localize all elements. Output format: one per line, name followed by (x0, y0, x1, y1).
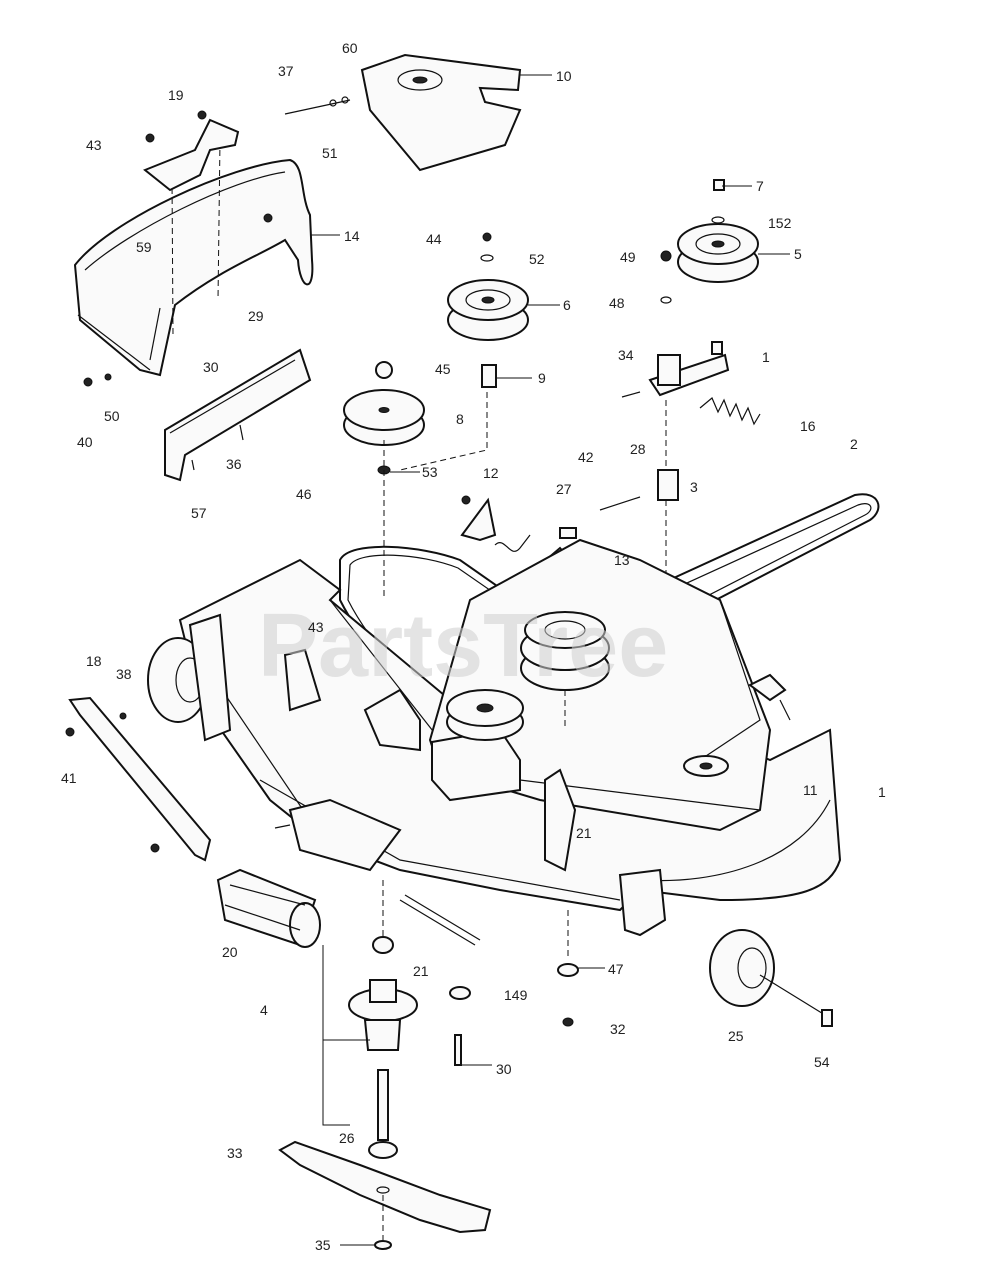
part-label: 21 (413, 963, 429, 979)
part-label: 16 (800, 418, 816, 434)
part-label: 10 (556, 68, 572, 84)
part-label: 43 (86, 137, 102, 153)
part-label: 51 (322, 145, 338, 161)
watermark: PartsTree (258, 596, 668, 696)
part-label: 44 (426, 231, 442, 247)
part-label: 3 (690, 479, 698, 495)
part-label: 46 (296, 486, 312, 502)
part-label: 28 (630, 441, 646, 457)
part-label: 41 (61, 770, 77, 786)
part-label: 1 (878, 784, 886, 800)
part-label: 12 (483, 465, 499, 481)
spindle-pulley-center (520, 611, 610, 730)
part-label: 21 (576, 825, 592, 841)
belt-cover-plate (284, 53, 552, 172)
deflector-bracket (274, 798, 402, 872)
part-label: 152 (768, 215, 792, 231)
right-gauge-wheel (709, 929, 833, 1027)
part-label: 36 (226, 456, 242, 472)
spindle-assembly (322, 880, 605, 1159)
part-label: 2 (850, 436, 858, 452)
part-label: 14 (344, 228, 360, 244)
left-belt-guard (73, 139, 340, 377)
part-label: 38 (116, 666, 132, 682)
part-label: 4 (260, 1002, 268, 1018)
part-label: 60 (342, 40, 358, 56)
deck-baffles (283, 648, 791, 937)
part-label: 37 (278, 63, 294, 79)
part-label: 43 (308, 619, 324, 635)
spindle-pulley-left (446, 689, 524, 741)
part-label: 5 (794, 246, 802, 262)
idler-spring (699, 397, 761, 426)
anti-scalp-bar (65, 696, 212, 862)
part-label: 26 (339, 1130, 355, 1146)
left-gauge-wheel (147, 613, 232, 742)
part-label: 32 (610, 1021, 626, 1037)
part-label: 30 (203, 359, 219, 375)
part-label: 18 (86, 653, 102, 669)
part-label: 35 (315, 1237, 331, 1253)
part-label: 8 (456, 411, 464, 427)
part-label: 19 (168, 87, 184, 103)
part-label: 57 (191, 505, 207, 521)
part-label: 25 (728, 1028, 744, 1044)
part-label: 13 (614, 552, 630, 568)
part-label: 34 (618, 347, 634, 363)
part-label: 149 (504, 987, 528, 1003)
idler-pulley-6 (399, 232, 560, 471)
lower-guard-bracket (83, 348, 312, 482)
part-label: 11 (803, 782, 818, 798)
part-label: 29 (248, 308, 264, 324)
deck-pulley-8 (343, 361, 425, 600)
part-label: 48 (609, 295, 625, 311)
part-label: 1 (762, 349, 770, 365)
part-label: 27 (556, 481, 572, 497)
part-label: 53 (422, 464, 438, 480)
idler-pulley-5 (677, 179, 790, 283)
part-labels: 60 37 10 51 19 43 14 59 29 30 50 40 36 4… (61, 40, 886, 1253)
part-label: 42 (578, 449, 594, 465)
guard-bracket (143, 110, 273, 223)
part-label: 47 (608, 961, 624, 977)
part-label: 40 (77, 434, 93, 450)
part-label: 7 (756, 178, 764, 194)
part-label: 6 (563, 297, 571, 313)
part-label: 50 (104, 408, 120, 424)
mower-blade (278, 1140, 492, 1250)
part-label: 54 (814, 1054, 830, 1070)
part-label: 45 (435, 361, 451, 377)
part-label: 33 (227, 1145, 243, 1161)
part-label: 20 (222, 944, 238, 960)
deck-roller (216, 868, 481, 948)
part-label: 49 (620, 249, 636, 265)
part-label: 30 (496, 1061, 512, 1077)
part-label: 59 (136, 239, 152, 255)
part-label: 52 (529, 251, 545, 267)
part-label: 9 (538, 370, 546, 386)
